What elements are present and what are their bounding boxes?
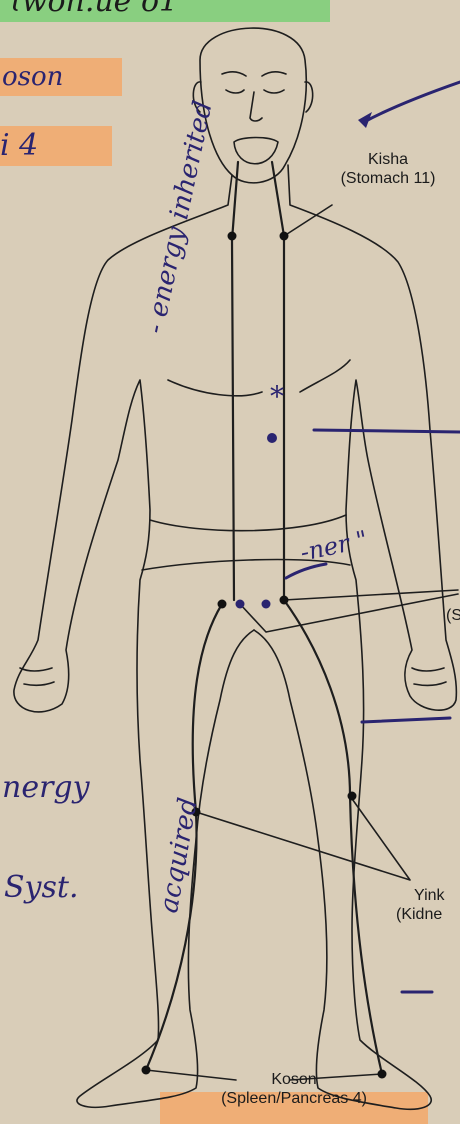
point-dot-abdomen: [267, 433, 277, 443]
nose: [250, 92, 262, 121]
label-kisha-detail: (Stomach 11): [316, 169, 460, 188]
channel-leg-right: [284, 600, 382, 1074]
leader-yinkoku: [196, 796, 410, 880]
leader-right-group: [240, 590, 458, 632]
leader-kisha: [284, 205, 332, 236]
eyebrows: [222, 72, 286, 76]
point-dot-foot-left: [142, 1066, 151, 1075]
point-dot-kisha-right: [280, 232, 289, 241]
point-dot-groin-2: [236, 600, 245, 609]
header-partial-title: ɩwon.ue o1: [10, 0, 178, 19]
pen-dash-chest: [314, 430, 460, 432]
point-dot-knee-right: [348, 792, 357, 801]
left-body-contour: [14, 175, 254, 1107]
channel-left: [232, 162, 238, 600]
note-number-top: i 4: [0, 128, 38, 163]
beard: [234, 138, 278, 164]
label-yinkoku-detail: (Kidne: [396, 905, 460, 924]
label-right-partial-detail: (S: [446, 606, 460, 625]
point-dot-groin-3: [262, 600, 271, 609]
note-koson-top: oson: [2, 62, 63, 92]
label-right-partial: (S: [446, 606, 460, 625]
label-yinkoku-name: Yink: [396, 886, 460, 905]
label-koson-name: Koson: [160, 1070, 428, 1089]
right-fist: [412, 668, 446, 685]
point-dot-groin-4: [280, 596, 289, 605]
label-yinkoku: Yink (Kidne: [396, 886, 460, 924]
point-dot-groin-1: [218, 600, 227, 609]
label-kisha: Kisha (Stomach 11): [316, 150, 460, 188]
pen-arrow-top: [364, 82, 460, 122]
label-koson-detail: (Spleen/Pancreas 4): [160, 1089, 428, 1108]
eyes: [226, 90, 284, 93]
note-energy-left: nergy: [2, 770, 90, 805]
chest-line: [168, 360, 350, 396]
label-koson: Koson (Spleen/Pancreas 4): [160, 1070, 428, 1108]
left-fist: [20, 668, 54, 685]
note-star: *: [270, 380, 284, 413]
label-kisha-name: Kisha: [316, 150, 460, 169]
point-dot-kisha-left: [228, 232, 237, 241]
pen-dash-hip: [362, 718, 450, 722]
note-syst-left: Syst.: [4, 870, 79, 905]
